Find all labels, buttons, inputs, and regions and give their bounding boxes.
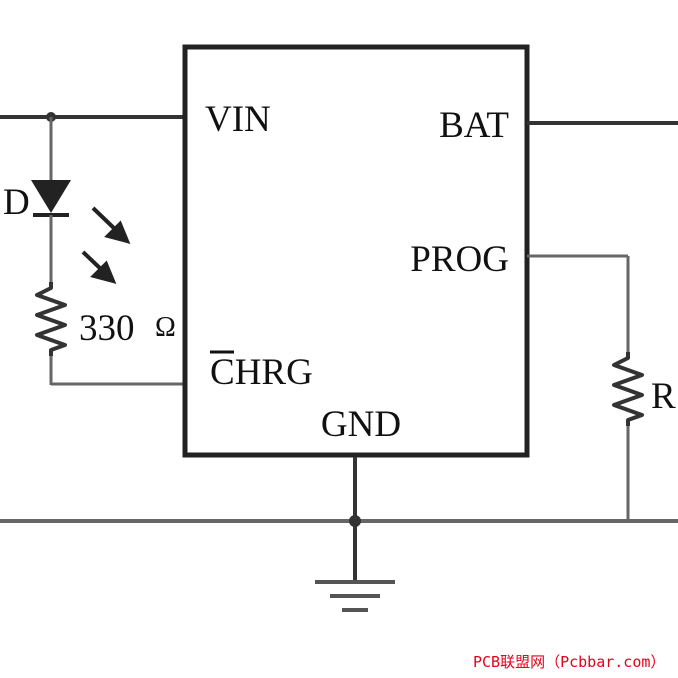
led-label: D bbox=[3, 182, 30, 223]
led-symbol bbox=[31, 180, 71, 217]
pin-label-chrg: CHRG bbox=[210, 352, 313, 393]
led-branch bbox=[31, 117, 187, 386]
led-light-arrows-icon bbox=[81, 206, 131, 284]
pin-label-prog: PROG bbox=[410, 239, 509, 280]
resistor-led-unit: Ω bbox=[155, 312, 176, 343]
resistor-led-value: 330 bbox=[79, 308, 135, 349]
watermark-text: PCB联盟网（Pcbbar.com） bbox=[473, 653, 665, 671]
pin-label-vin: VIN bbox=[205, 99, 271, 140]
charger-ic-body bbox=[182, 44, 530, 458]
gnd-junction-dot bbox=[349, 515, 361, 527]
resistor-prog-symbol bbox=[612, 352, 644, 426]
resistor-330-symbol bbox=[35, 282, 67, 356]
prog-branch bbox=[527, 254, 644, 521]
ground-symbol-icon bbox=[315, 580, 395, 612]
pin-label-gnd: GND bbox=[321, 404, 401, 445]
pin-label-bat: BAT bbox=[439, 105, 509, 146]
resistor-prog-label: R bbox=[651, 376, 676, 417]
